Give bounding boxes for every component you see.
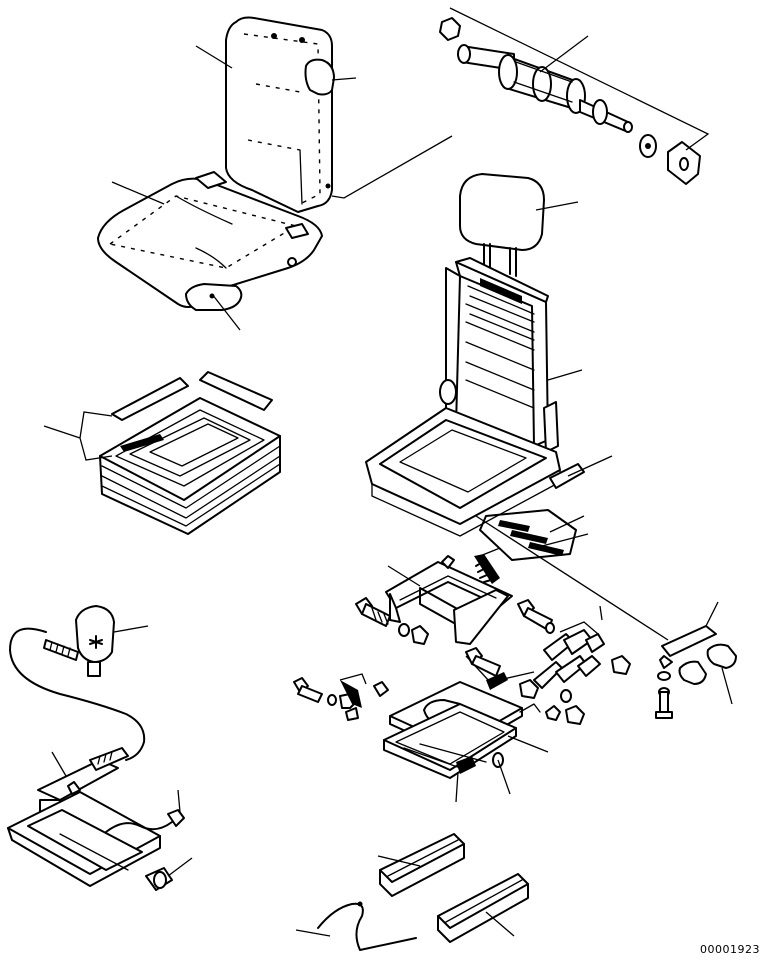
lever-grip: [549, 463, 585, 489]
cable: [9, 627, 146, 761]
seat-frame: [365, 257, 561, 537]
left-bolt-lever: [293, 677, 389, 721]
headrest: [459, 173, 545, 277]
suspension-assembly: [383, 672, 541, 779]
control-knob: [75, 605, 115, 677]
seat-back-connection-line: [331, 135, 453, 199]
slide-rails: [379, 833, 529, 943]
headrest-pad: [304, 58, 335, 96]
bolt-right-top: [517, 599, 555, 634]
bracket: [667, 141, 701, 185]
leader-lines: [43, 35, 733, 937]
drawing-number: 00001923: [700, 943, 760, 956]
lever-knobs: [678, 643, 737, 685]
shock-absorbers: [519, 629, 631, 725]
springs: [474, 554, 500, 584]
upper-slide-bracket: [385, 555, 513, 645]
cushion-spring-frame: [99, 371, 281, 535]
seat-back-cushion: [225, 16, 333, 213]
wire-harness-bracket: [7, 747, 185, 891]
bolt-left: [355, 597, 429, 645]
lumbar-bracket-outline: [449, 7, 710, 151]
right-bracket: [655, 625, 717, 719]
cable-bottom: [317, 901, 417, 951]
seat-cushion-springs: [479, 509, 577, 561]
lumbar-support-assembly: [439, 17, 657, 158]
